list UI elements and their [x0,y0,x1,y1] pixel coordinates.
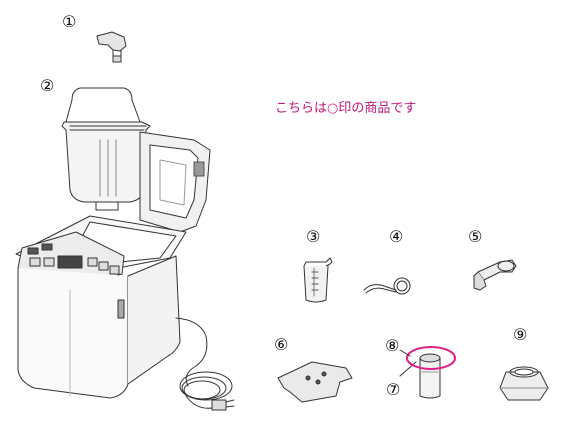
notice-before: こちらは [275,101,328,116]
callout-8: ⑧ [385,336,400,355]
glass-cup-icon [399,357,441,399]
callout-4: ④ [389,227,404,246]
bread-maker-icon [15,131,235,411]
lid-icon [399,346,456,370]
callout-3: ③ [306,227,321,246]
highlight-circle [406,346,456,370]
callout-1: ① [62,12,77,31]
paddle-tool-icon [473,259,517,291]
callout-2: ② [40,76,55,95]
base-stand-icon [499,366,549,401]
measuring-cup-icon [303,257,333,303]
plate-icon [277,361,353,403]
callout-5: ⑤ [468,227,483,246]
callout-6: ⑥ [274,335,289,354]
bread-pan-icon [61,87,151,211]
kneading-blade-icon [96,31,127,63]
callout-9: ⑨ [513,325,528,344]
hook-icon [363,277,411,295]
callout-7: ⑦ [386,380,401,399]
notice-after: 印の商品です [338,101,417,116]
notice-text: こちらは○印の商品です [275,97,416,116]
highlight-mark: ○ [327,101,339,116]
